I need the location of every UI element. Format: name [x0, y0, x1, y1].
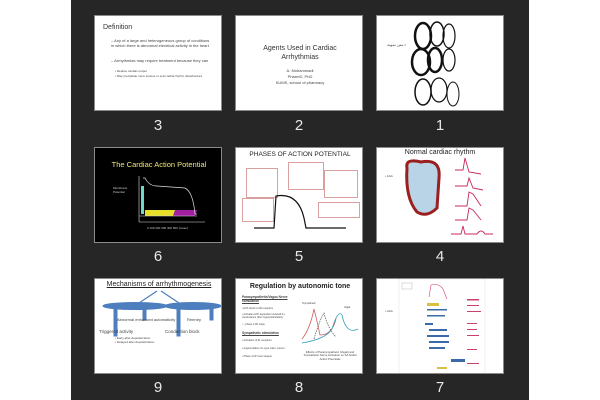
- slide-number: 6: [153, 248, 163, 265]
- slide-number: 7: [435, 379, 445, 396]
- action-potential-graph: [138, 176, 205, 223]
- slide-thumbnail-3[interactable]: Definition – Any of a large and heteroge…: [94, 15, 222, 111]
- slide-title: Regulation by autonomic tone: [249, 283, 351, 290]
- slide-thumbnail-1[interactable]: • متن نمونه: [376, 15, 504, 111]
- slide-caption: Effects of Parasympathetic (Vagal) and S…: [303, 350, 357, 361]
- slide-number: 4: [435, 248, 445, 265]
- slide-text: • Augmentation of L-type Ca2+ current: [242, 347, 285, 350]
- slide-text: • AAA: [385, 174, 393, 178]
- nodal-ap-graph: [301, 308, 359, 344]
- mechanisms-diagram: [102, 290, 221, 337]
- slide-number: 2: [294, 117, 304, 134]
- slide-text: Parasympathetic/Vagus Nerve stimulation: [242, 295, 288, 303]
- slide-title: PHASES OF ACTION POTENTIAL: [249, 151, 351, 158]
- slide-text: • Reduce cardiac output: [115, 69, 147, 73]
- slide-text: • Early after-depolarization: [115, 336, 151, 340]
- action-potential-curve: [254, 194, 346, 229]
- slide-text: Sympathetic stimulation: [242, 331, 279, 335]
- slide-text: Conduction block: [165, 329, 200, 334]
- slide-text: PharmD, PhD: [287, 74, 313, 79]
- slide-title: Agents Used in Cardiac Arrhythmias: [263, 45, 337, 61]
- slide-text: • Phase 4 AP more steeper: [242, 355, 273, 358]
- slide-thumbnail-9[interactable]: Mechanisms of arrhythmogenesis Abnormal …: [94, 278, 222, 374]
- slide-text: Abnormal enhanced automaticity: [117, 317, 176, 322]
- phase-box: [246, 168, 278, 198]
- slide-text: Triggered activity: [99, 329, 134, 334]
- slide-text: • May precipitate more serious or even l…: [115, 74, 203, 78]
- phase-box: [318, 202, 360, 218]
- slide-thumbnail-2[interactable]: Agents Used in Cardiac Arrhythmias A. Mo…: [235, 15, 363, 111]
- slide-text: 0 100 200 300 400 500 (msec): [147, 226, 188, 230]
- slide-number: 3: [153, 117, 163, 134]
- slide-text: Vagal: [344, 306, 351, 309]
- slide-text: • AAA: [385, 309, 393, 313]
- slide-text: – Any of a large and heterogeneous group…: [111, 38, 210, 48]
- slide-text: – Arrhythmias may require treatment beca…: [111, 58, 209, 63]
- slide-text: Definition: [103, 24, 133, 31]
- slide-title: The Cardiac Action Potential: [111, 160, 207, 169]
- slide-thumbnail-7[interactable]: • AAA: [376, 278, 504, 374]
- slide-title: Mechanisms of arrhythmogenesis: [106, 281, 212, 288]
- slide-number: 5: [294, 248, 304, 265]
- slide-number: 9: [153, 379, 163, 396]
- slide-thumbnail-5[interactable]: PHASES OF ACTION POTENTIAL: [235, 147, 363, 243]
- heart-diagram: [405, 157, 493, 235]
- slide-text: Sympathetic: [302, 302, 316, 305]
- slide-title: Normal cardiac rhythm: [401, 149, 479, 157]
- slide-text: Membrane Potential: [113, 186, 128, 194]
- slide-text: • Activates ACh dependent outward K+ con…: [242, 313, 285, 319]
- slide-thumbnail-6[interactable]: The Cardiac Action Potential Membrane Po…: [94, 147, 222, 243]
- slide-text: Reentry: [187, 317, 202, 322]
- slide-text: • ↓ phase 4 AP slope: [242, 323, 265, 326]
- slide-text: KUMS, school of pharmacy: [275, 80, 325, 85]
- slide-thumbnail-4[interactable]: Normal cardiac rhythm • AAA: [376, 147, 504, 243]
- phase-box: [324, 170, 358, 198]
- slide-text: A. Mohammadi: [286, 68, 314, 73]
- phase-box: [288, 162, 324, 190]
- slide-text: • متن نمونه: [387, 42, 406, 47]
- calligraphy-image: [410, 21, 460, 107]
- phase-box: [242, 198, 274, 222]
- slide-text: • Delayed after depolarization: [115, 340, 155, 344]
- slide-text: • Activation of β1 receptors: [242, 339, 272, 342]
- slide-text: • ACh binds to M2 receptors: [242, 307, 274, 310]
- slide-number: 8: [294, 379, 304, 396]
- slide-thumbnail-8[interactable]: Regulation by autonomic tone Parasympath…: [235, 278, 363, 374]
- slide-number: 1: [435, 117, 445, 134]
- ion-current-chart: [398, 279, 486, 373]
